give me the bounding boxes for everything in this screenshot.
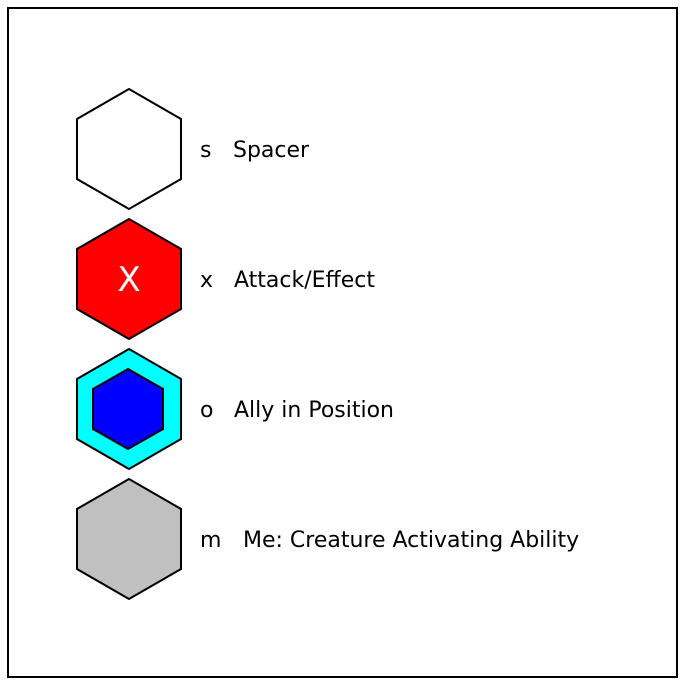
ally-hex-inner-icon — [92, 367, 164, 451]
legend-item-attack: X x Attack/Effect — [76, 217, 375, 341]
legend-key: x — [200, 268, 213, 293]
legend-label: Me: Creature Activating Ability — [243, 528, 579, 553]
legend-key: o — [200, 398, 213, 423]
legend-key: m — [200, 528, 221, 553]
attack-x-glyph: X — [117, 260, 140, 300]
spacer-hex-icon — [76, 87, 182, 211]
attack-hex-icon — [76, 217, 182, 341]
legend-label: Ally in Position — [234, 398, 394, 423]
legend-item-me: m Me: Creature Activating Ability — [76, 477, 579, 601]
legend-label: Spacer — [233, 138, 310, 163]
legend-label: Attack/Effect — [234, 268, 375, 293]
legend-key: s — [200, 138, 211, 163]
legend-item-spacer: s Spacer — [76, 87, 310, 211]
me-hex-icon — [76, 477, 182, 601]
legend-item-ally: o Ally in Position — [76, 347, 394, 471]
